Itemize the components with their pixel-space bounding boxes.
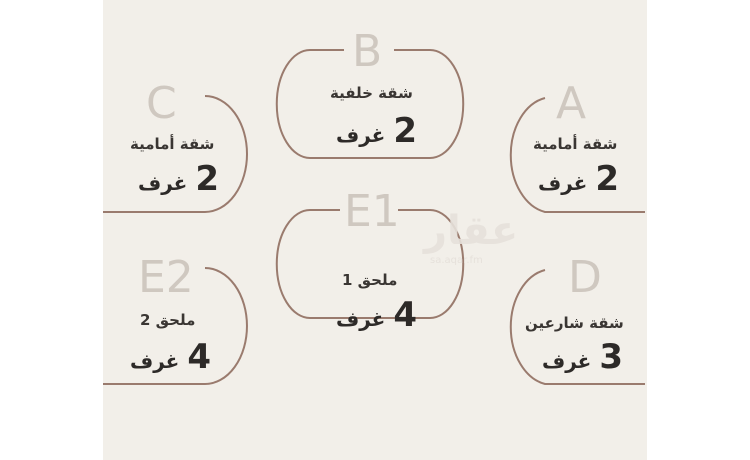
unit-e2-rooms: 4 غرف	[130, 340, 211, 374]
unit-e1-rooms-unit: غرف	[336, 307, 386, 331]
unit-c-rooms: 2 غرف	[138, 162, 219, 196]
unit-d-rooms-unit: غرف	[542, 349, 592, 373]
unit-a-letter: A	[556, 78, 587, 129]
unit-e2-rooms-unit: غرف	[130, 349, 180, 373]
unit-e2-letter: E2	[138, 252, 194, 303]
unit-e2-rooms-count: 4	[187, 337, 212, 377]
frame-a	[509, 97, 645, 213]
frame-c	[103, 95, 248, 213]
unit-c-label: شقة أمامية	[130, 135, 215, 153]
unit-d-rooms-count: 3	[599, 337, 624, 377]
unit-a-rooms-count: 2	[595, 159, 620, 199]
unit-b-rooms-count: 2	[393, 111, 418, 151]
unit-b-letter: B	[352, 26, 383, 77]
unit-e2-label: ملحق 2	[140, 311, 196, 329]
unit-b-rooms-unit: غرف	[336, 123, 386, 147]
unit-d-rooms: 3 غرف	[542, 340, 623, 374]
unit-e1-rooms: 4 غرف	[336, 298, 417, 332]
unit-b-label: شقة خلفية	[330, 84, 413, 102]
unit-e1-letter: E1	[344, 186, 400, 237]
unit-c-rooms-unit: غرف	[138, 171, 188, 195]
unit-e1-label: ملحق 1	[342, 271, 398, 289]
unit-e1-rooms-count: 4	[393, 295, 418, 335]
watermark-url: sa.aqar.fm	[430, 255, 483, 266]
unit-d-letter: D	[568, 252, 602, 303]
unit-c-rooms-count: 2	[195, 159, 220, 199]
watermark-logo: عقار	[424, 208, 519, 254]
unit-a-rooms: 2 غرف	[538, 162, 619, 196]
frame-e2	[103, 267, 248, 385]
unit-b-rooms: 2 غرف	[336, 114, 417, 148]
unit-a-rooms-unit: غرف	[538, 171, 588, 195]
frame-d	[509, 269, 645, 385]
frame-b	[275, 49, 465, 159]
unit-a-label: شقة أمامية	[533, 135, 618, 153]
frame-e1	[275, 209, 465, 319]
unit-d-label: شقة شارعين	[525, 314, 624, 332]
unit-c-letter: C	[146, 78, 177, 129]
